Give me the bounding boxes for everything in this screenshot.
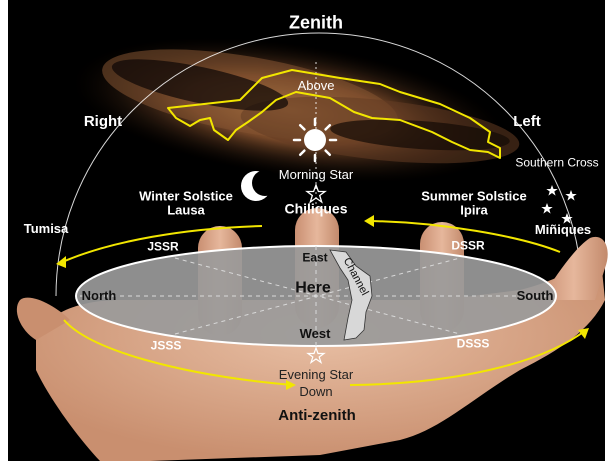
above-label: Above — [298, 79, 335, 93]
dssr-label: DSSR — [451, 240, 484, 253]
summer-solstice-label: Summer Solstice — [421, 189, 527, 203]
morning-star-label: Morning Star — [279, 168, 353, 182]
here-label: Here — [295, 281, 331, 298]
ipira-label: Ipira — [421, 203, 527, 217]
winter-solstice-label: Winter Solstice — [139, 189, 233, 203]
lausa-label: Lausa — [139, 203, 233, 217]
left-margin — [0, 0, 8, 461]
east-label: East — [302, 252, 327, 265]
zenith-label: Zenith — [289, 14, 343, 33]
left-label: Left — [513, 114, 541, 130]
anti-zenith-label: Anti-zenith — [278, 408, 355, 424]
chiliques-label: Chiliques — [284, 202, 347, 217]
evening-star-label: Evening Star — [279, 368, 353, 382]
jssr-label: JSSR — [147, 241, 178, 254]
southern-cross-label: Southern Cross — [515, 157, 598, 170]
dsss-label: DSSS — [457, 338, 490, 351]
winter-solstice-group: Winter Solstice Lausa — [139, 189, 233, 216]
right-label: Right — [84, 114, 122, 130]
tumisa-label: Tumisa — [24, 222, 69, 236]
south-label: South — [517, 289, 554, 303]
west-label: West — [300, 327, 331, 341]
sun-icon — [294, 119, 336, 161]
summer-solstice-group: Summer Solstice Ipira — [421, 189, 527, 216]
down-label: Down — [299, 385, 332, 399]
right-margin — [605, 0, 613, 461]
jsss-label: JSSS — [151, 340, 182, 353]
north-label: North — [82, 289, 117, 303]
miniques-label: Miñiques — [535, 223, 591, 237]
